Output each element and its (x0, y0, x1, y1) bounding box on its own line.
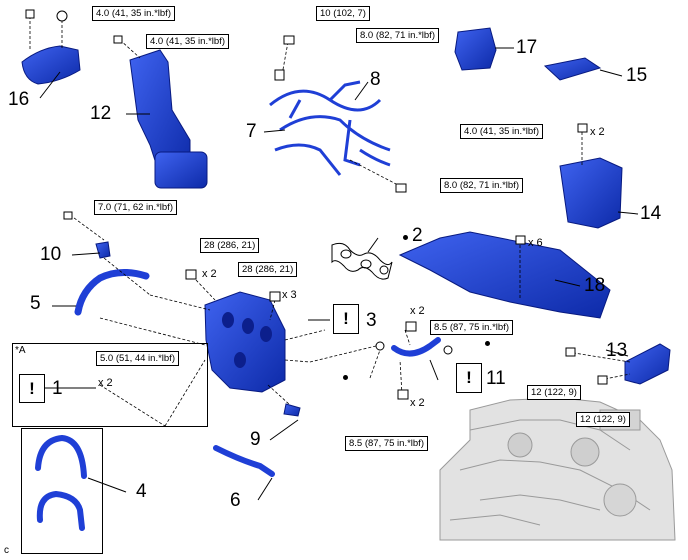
quantity-part-11-top: x 2 (410, 305, 425, 317)
torque-part-1-inset: 5.0 (51, 44 in.*lbf) (96, 351, 179, 366)
torque-part-13-left: 12 (122, 9) (527, 385, 581, 400)
part-number-17: 17 (516, 37, 538, 58)
bullet-dot-part-3 (343, 375, 348, 380)
quantity-part-18: x 6 (528, 237, 543, 249)
part-number-2: 2 (412, 225, 423, 246)
part-6-hose (213, 445, 275, 477)
torque-part-11-bottom: 8.5 (87, 75 in.*lbf) (345, 436, 428, 451)
torque-part-11-top: 8.5 (87, 75 in.*lbf) (430, 320, 513, 335)
part-14-housing (559, 157, 623, 229)
part-number-12: 12 (90, 103, 112, 124)
part-number-5: 5 (30, 293, 41, 314)
part-number-16: 16 (8, 89, 30, 110)
torque-part-8-bottom: 8.0 (82, 71 in.*lbf) (440, 178, 523, 193)
part-7-8-wire-harness (269, 80, 391, 176)
part-number-9: 9 (250, 429, 261, 450)
inset-frame-a (12, 343, 208, 427)
torque-part-14-bolt: 4.0 (41, 35 in.*lbf) (460, 124, 543, 139)
torque-part-8-mid: 8.0 (82, 71 in.*lbf) (356, 28, 439, 43)
quantity-part-11-bottom: x 2 (410, 397, 425, 409)
inset-label-a: *A (15, 345, 26, 356)
engine-illustration (439, 397, 676, 541)
part-17-module (454, 27, 497, 71)
dashed-leader-lines (29, 16, 631, 427)
part-number-4: 4 (136, 481, 147, 502)
part-18-engine-cover (398, 231, 611, 319)
torque-part-8-top: 10 (102, 7) (316, 6, 370, 21)
part-number-13: 13 (606, 340, 628, 361)
part-number-3: 3 (366, 310, 377, 331)
part-number-14: 14 (640, 203, 662, 224)
bullet-dot-part-2 (403, 235, 408, 240)
quantity-part-3-right: x 3 (282, 289, 297, 301)
torque-part-16-bolt: 4.0 (41, 35 in.*lbf) (92, 6, 175, 21)
solid-leader-lines (39, 47, 639, 501)
part-number-11: 11 (486, 368, 506, 389)
part-number-8: 8 (370, 69, 381, 90)
torque-part-3-left: 28 (286, 21) (200, 238, 260, 253)
part-number-1: 1 (52, 378, 63, 399)
torque-part-13-right: 12 (122, 9) (576, 412, 630, 427)
bolt-icons (25, 9, 608, 400)
caution-marker-part-11: ! (456, 363, 482, 393)
figure-code: c (4, 545, 9, 556)
part-number-7: 7 (246, 121, 257, 142)
part-15-block (543, 57, 602, 81)
bullet-dot-part-11 (485, 341, 490, 346)
caution-marker-part-3: ! (333, 304, 359, 334)
caution-marker-part-1: ! (19, 374, 45, 403)
part-4-hoses (35, 434, 87, 531)
part-12-base (154, 151, 208, 189)
part-number-15: 15 (626, 65, 648, 86)
part-16-cover (21, 45, 81, 85)
part-number-10: 10 (40, 244, 62, 265)
part-5-hose (74, 269, 150, 316)
torque-part-12-bolt: 4.0 (41, 35 in.*lbf) (146, 34, 229, 49)
inset-frame-part-4 (21, 428, 103, 554)
quantity-part-14: x 2 (590, 126, 605, 138)
quantity-part-1: x 2 (98, 377, 113, 389)
quantity-part-3-left: x 2 (202, 268, 217, 280)
part-10-bracket (95, 241, 111, 259)
torque-part-10-bolt: 7.0 (71, 62 in.*lbf) (94, 200, 177, 215)
part-2-gasket (331, 242, 393, 280)
part-9-pipe (283, 403, 301, 417)
part-11-pipe (391, 337, 441, 357)
torque-part-3-right: 28 (286, 21) (238, 262, 298, 277)
part-3-ports (222, 312, 272, 368)
part-number-6: 6 (230, 490, 241, 511)
part-number-18: 18 (584, 275, 606, 296)
part-13-bracket (624, 343, 671, 385)
